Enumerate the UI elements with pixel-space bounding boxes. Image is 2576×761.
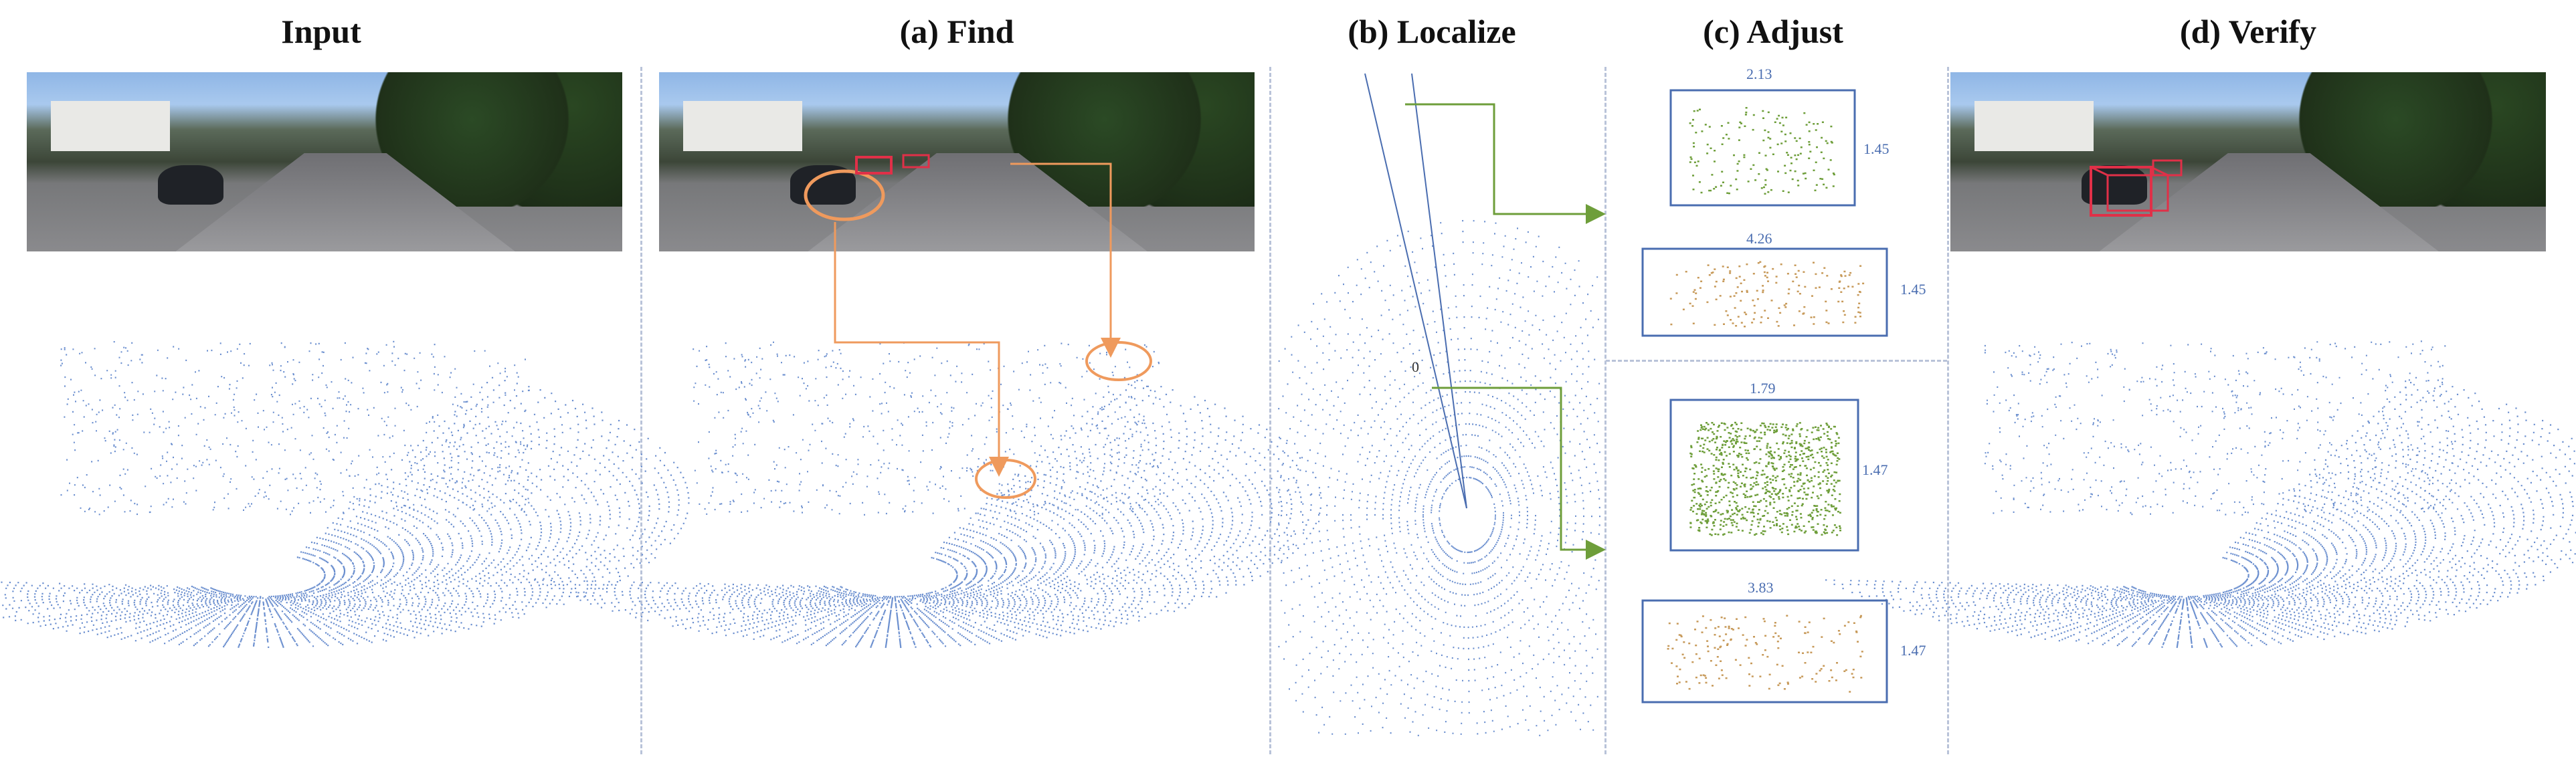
separator-3	[1604, 67, 1606, 754]
separator-4	[1947, 67, 1949, 754]
input-photo	[27, 72, 622, 251]
find-car-box-2	[902, 154, 930, 169]
verify-photo-box-1	[2090, 166, 2152, 217]
adjust-boxes	[1641, 89, 1888, 703]
find-point-cloud	[534, 341, 1322, 648]
separator-1	[640, 67, 642, 754]
adjust-box-1-width: 2.13	[1746, 66, 1772, 82]
adjust-box-1	[1669, 89, 1856, 207]
verify-photo-box-2	[2106, 174, 2169, 212]
verify-photo	[1950, 72, 2546, 251]
title-find: (a) Find	[899, 13, 1014, 50]
title-localize: (b) Localize	[1348, 13, 1516, 50]
adjust-box-2-width: 4.26	[1746, 230, 1772, 247]
verify-point-cloud	[1825, 340, 2576, 648]
title-input: Input	[281, 13, 361, 50]
input-point-cloud	[1, 340, 690, 648]
localize-arrow-1	[1405, 103, 1606, 224]
adjust-box-4-width: 3.83	[1748, 579, 1774, 596]
find-arrow-2	[1010, 162, 1121, 358]
separator-2	[1269, 67, 1271, 754]
find-photo	[659, 72, 1255, 251]
adjust-box-3-width: 1.79	[1750, 380, 1776, 397]
adjust-box-4	[1641, 599, 1888, 703]
adjust-divider	[1606, 360, 1947, 362]
find-arrow-1	[834, 222, 1009, 477]
localize-arrow-2	[1432, 387, 1606, 560]
find-cloud-ellipse-1	[1085, 341, 1152, 381]
find-cloud-ellipse-2	[975, 459, 1036, 499]
adjust-box-2-height: 1.45	[1900, 281, 1926, 298]
localize-angle-label: 0	[1412, 358, 1419, 375]
adjust-box-1-height: 1.45	[1863, 140, 1890, 157]
adjust-box-2	[1641, 247, 1888, 337]
title-adjust: (c) Adjust	[1703, 13, 1843, 50]
adjust-box-3-height: 1.47	[1862, 461, 1888, 478]
title-verify: (d) Verify	[2179, 13, 2317, 50]
find-car-ellipse	[804, 169, 885, 221]
adjust-box-4-height: 1.47	[1900, 642, 1926, 659]
localize-point-cloud	[1278, 73, 1600, 736]
adjust-box-3	[1669, 399, 1859, 552]
find-car-box	[855, 156, 893, 175]
